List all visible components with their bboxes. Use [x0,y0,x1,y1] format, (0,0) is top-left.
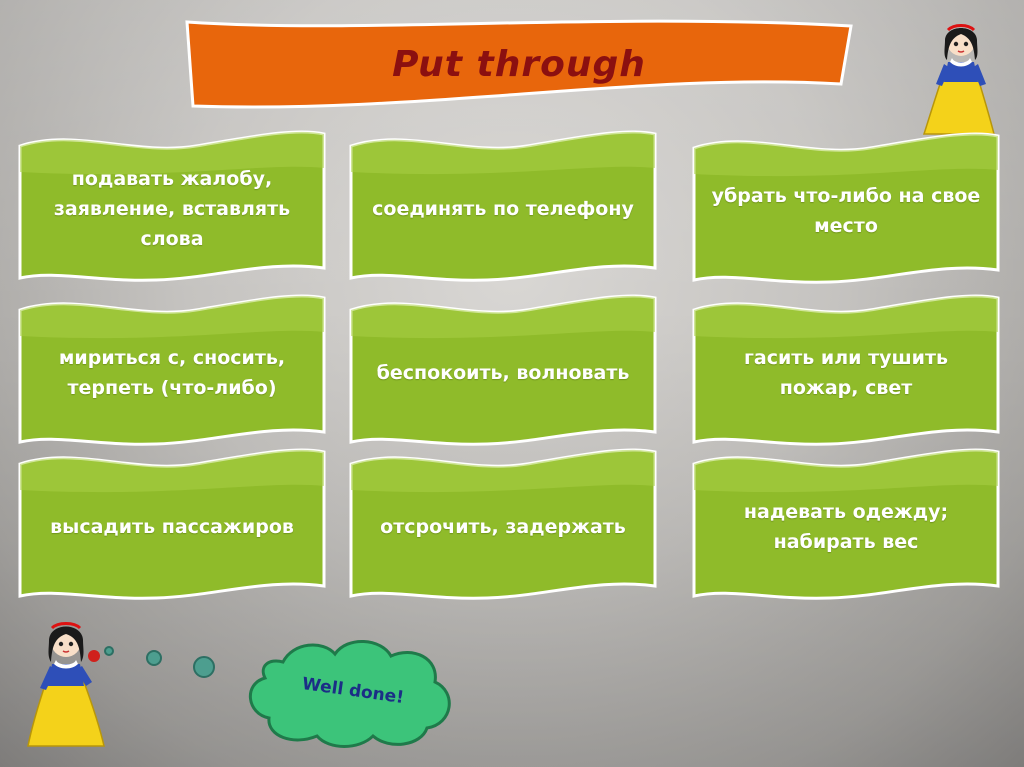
card-9[interactable]: надевать одежду; набирать вес [690,446,1002,608]
princess-icon [922,24,995,135]
card-2[interactable]: соединять по телефону [347,128,659,290]
title-banner-shape [185,19,853,109]
card-4[interactable]: мириться с, сносить, терпеть (что-либо) [16,292,328,454]
card-5-shape [349,294,657,446]
card-9-shape [692,448,1000,600]
card-8-text: отсрочить, задержать [380,516,626,538]
card-1-text: подавать жалобу, заявление, вставлять сл… [53,168,291,250]
thought-bubble-large [193,656,215,678]
card-6-text: гасить или тушить пожар, свет [743,347,949,399]
card-8-shape [349,448,657,600]
card-3[interactable]: убрать что-либо на свое место [690,130,1002,292]
cloud-shape [248,640,451,748]
card-7-shape [18,448,326,600]
card-6[interactable]: гасить или тушить пожар, свет [690,292,1002,454]
card-3-shape [692,132,1000,284]
card-8[interactable]: отсрочить, задержать [347,446,659,608]
card-6-shape [692,294,1000,446]
well-done-cloud[interactable]: Well done! [243,632,463,750]
card-5[interactable]: беспокоить, волновать [347,292,659,454]
card-2-text: соединять по телефону [372,198,634,220]
card-1[interactable]: подавать жалобу, заявление, вставлять сл… [16,128,328,290]
thought-bubble-medium [146,650,162,666]
title-banner: Put through [183,18,855,110]
thought-bubble-small [104,646,114,656]
card-9-text: надевать одежду; набирать вес [743,501,949,553]
card-7[interactable]: высадить пассажиров [16,446,328,608]
card-4-text: мириться с, сносить, терпеть (что-либо) [58,347,286,399]
card-5-text: беспокоить, волновать [376,362,630,384]
card-4-shape [18,294,326,446]
page-title: Put through [392,43,646,85]
card-2-shape [349,130,657,282]
card-1-shape [18,130,326,282]
card-3-text: убрать что-либо на свое место [711,185,981,237]
card-7-text: высадить пассажиров [50,516,294,538]
princess-icon [27,622,105,747]
